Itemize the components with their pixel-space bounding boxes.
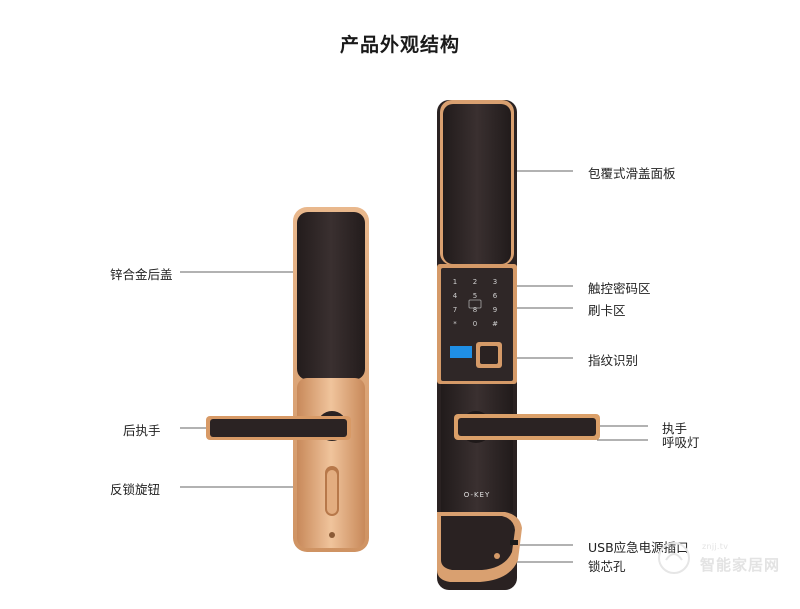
label-back-handle: 后执手: [123, 423, 161, 438]
keypad-key: 7: [453, 306, 457, 314]
blue-indicator: [450, 346, 472, 358]
back-handle: [210, 419, 347, 437]
watermark-name: 智能家居网: [700, 556, 781, 574]
label-fingerprint: 指纹识别: [588, 353, 639, 368]
keypad-key: 1: [453, 278, 457, 286]
fingerprint-sensor: [480, 346, 498, 364]
key-hole: [494, 553, 500, 559]
slide-cover-panel: [443, 104, 511, 264]
label-slide-cover: 包覆式滑盖面板: [588, 166, 676, 181]
brand-logo: O-KEY: [464, 491, 491, 499]
label-handle: 执手: [662, 421, 688, 436]
front-lower-body: [441, 384, 513, 512]
label-anti-lock-knob: 反锁旋钮: [110, 482, 161, 497]
watermark-url: znjj.tv: [702, 542, 729, 551]
page-title: 产品外观结构: [339, 34, 460, 56]
watermark: znjj.tv 智能家居网: [652, 540, 782, 580]
watermark-logo-icon: [658, 542, 690, 574]
keypad-key: 9: [493, 306, 497, 314]
handle: [458, 418, 596, 436]
keypad-key: *: [453, 320, 457, 328]
label-usb-port: USB应急电源插口: [588, 540, 689, 555]
keypad-key: 5: [473, 292, 477, 300]
keypad-key: 0: [473, 320, 477, 328]
usb-port: [510, 540, 518, 545]
bottom-cover: [441, 516, 515, 570]
keypad-key: 2: [473, 278, 477, 286]
keypad-key: 3: [493, 278, 497, 286]
label-key-hole: 锁芯孔: [588, 559, 626, 574]
card-reader-icon: [468, 299, 482, 309]
label-breathing-light: 呼吸灯: [662, 435, 700, 450]
keypad-key: #: [492, 320, 498, 328]
label-back-cover: 锌合金后盖: [110, 267, 173, 282]
keypad-key: 6: [493, 292, 498, 300]
label-card-area: 刷卡区: [588, 303, 626, 318]
label-touch-keypad: 触控密码区: [588, 281, 651, 296]
keypad-key: 8: [473, 306, 477, 314]
keypad-key: 4: [453, 292, 458, 300]
back-cover-dark-panel: [297, 212, 365, 380]
keypad-keys: 1 2 3 4 5 6 7 8 9 * 0 #: [453, 278, 498, 328]
